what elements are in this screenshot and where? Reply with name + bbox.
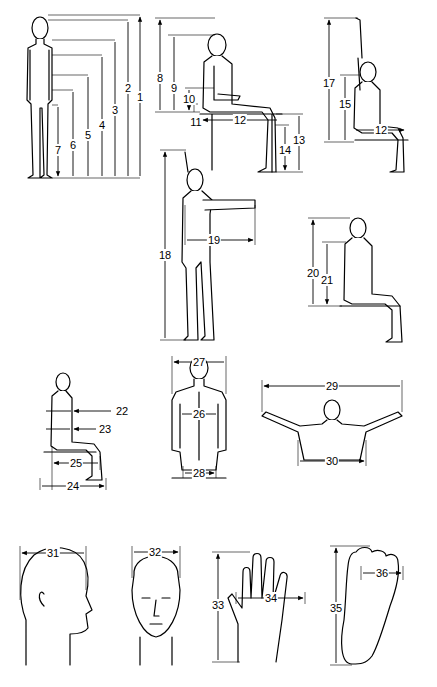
callout-number: 36 — [375, 567, 389, 579]
callout-number: 26 — [192, 408, 206, 420]
callout-number: 10 — [182, 93, 196, 105]
callout-number: 15 — [338, 98, 352, 110]
callout-number: 23 — [98, 423, 112, 435]
callout-number: 25 — [69, 457, 83, 469]
callout-number: 34 — [264, 592, 278, 604]
callout-number: 32 — [148, 546, 162, 558]
callout-number: 31 — [46, 547, 60, 559]
callout-number: 21 — [320, 274, 334, 286]
callout-number: 8 — [156, 72, 164, 84]
callout-number: 18 — [158, 249, 172, 261]
callout-number: 4 — [98, 119, 106, 131]
callout-number: 2 — [124, 82, 132, 94]
callout-number: 11 — [189, 116, 202, 128]
callout-number: 1 — [136, 91, 144, 103]
callout-number: 19 — [207, 234, 221, 246]
callout-number: 33 — [211, 599, 225, 611]
callout-number: 20 — [306, 267, 320, 279]
callout-number: 5 — [84, 129, 92, 141]
callout-number: 9 — [170, 82, 178, 94]
callout-number: 17 — [322, 77, 336, 89]
callout-number: 27 — [192, 356, 206, 368]
callout-number: 12 — [374, 124, 388, 136]
callout-number: 30 — [325, 455, 339, 467]
callout-number: 14 — [278, 144, 292, 156]
callout-number: 22 — [115, 405, 129, 417]
callout-number: 24 — [66, 480, 80, 492]
callout-number: 28 — [192, 467, 206, 479]
callout-number: 13 — [292, 134, 306, 146]
callout-number: 3 — [111, 104, 119, 116]
callout-number: 12 — [233, 114, 247, 126]
callout-number: 35 — [329, 602, 343, 614]
callout-number: 6 — [69, 139, 77, 151]
callout-number: 7 — [54, 144, 62, 156]
callout-number: 29 — [325, 380, 339, 392]
